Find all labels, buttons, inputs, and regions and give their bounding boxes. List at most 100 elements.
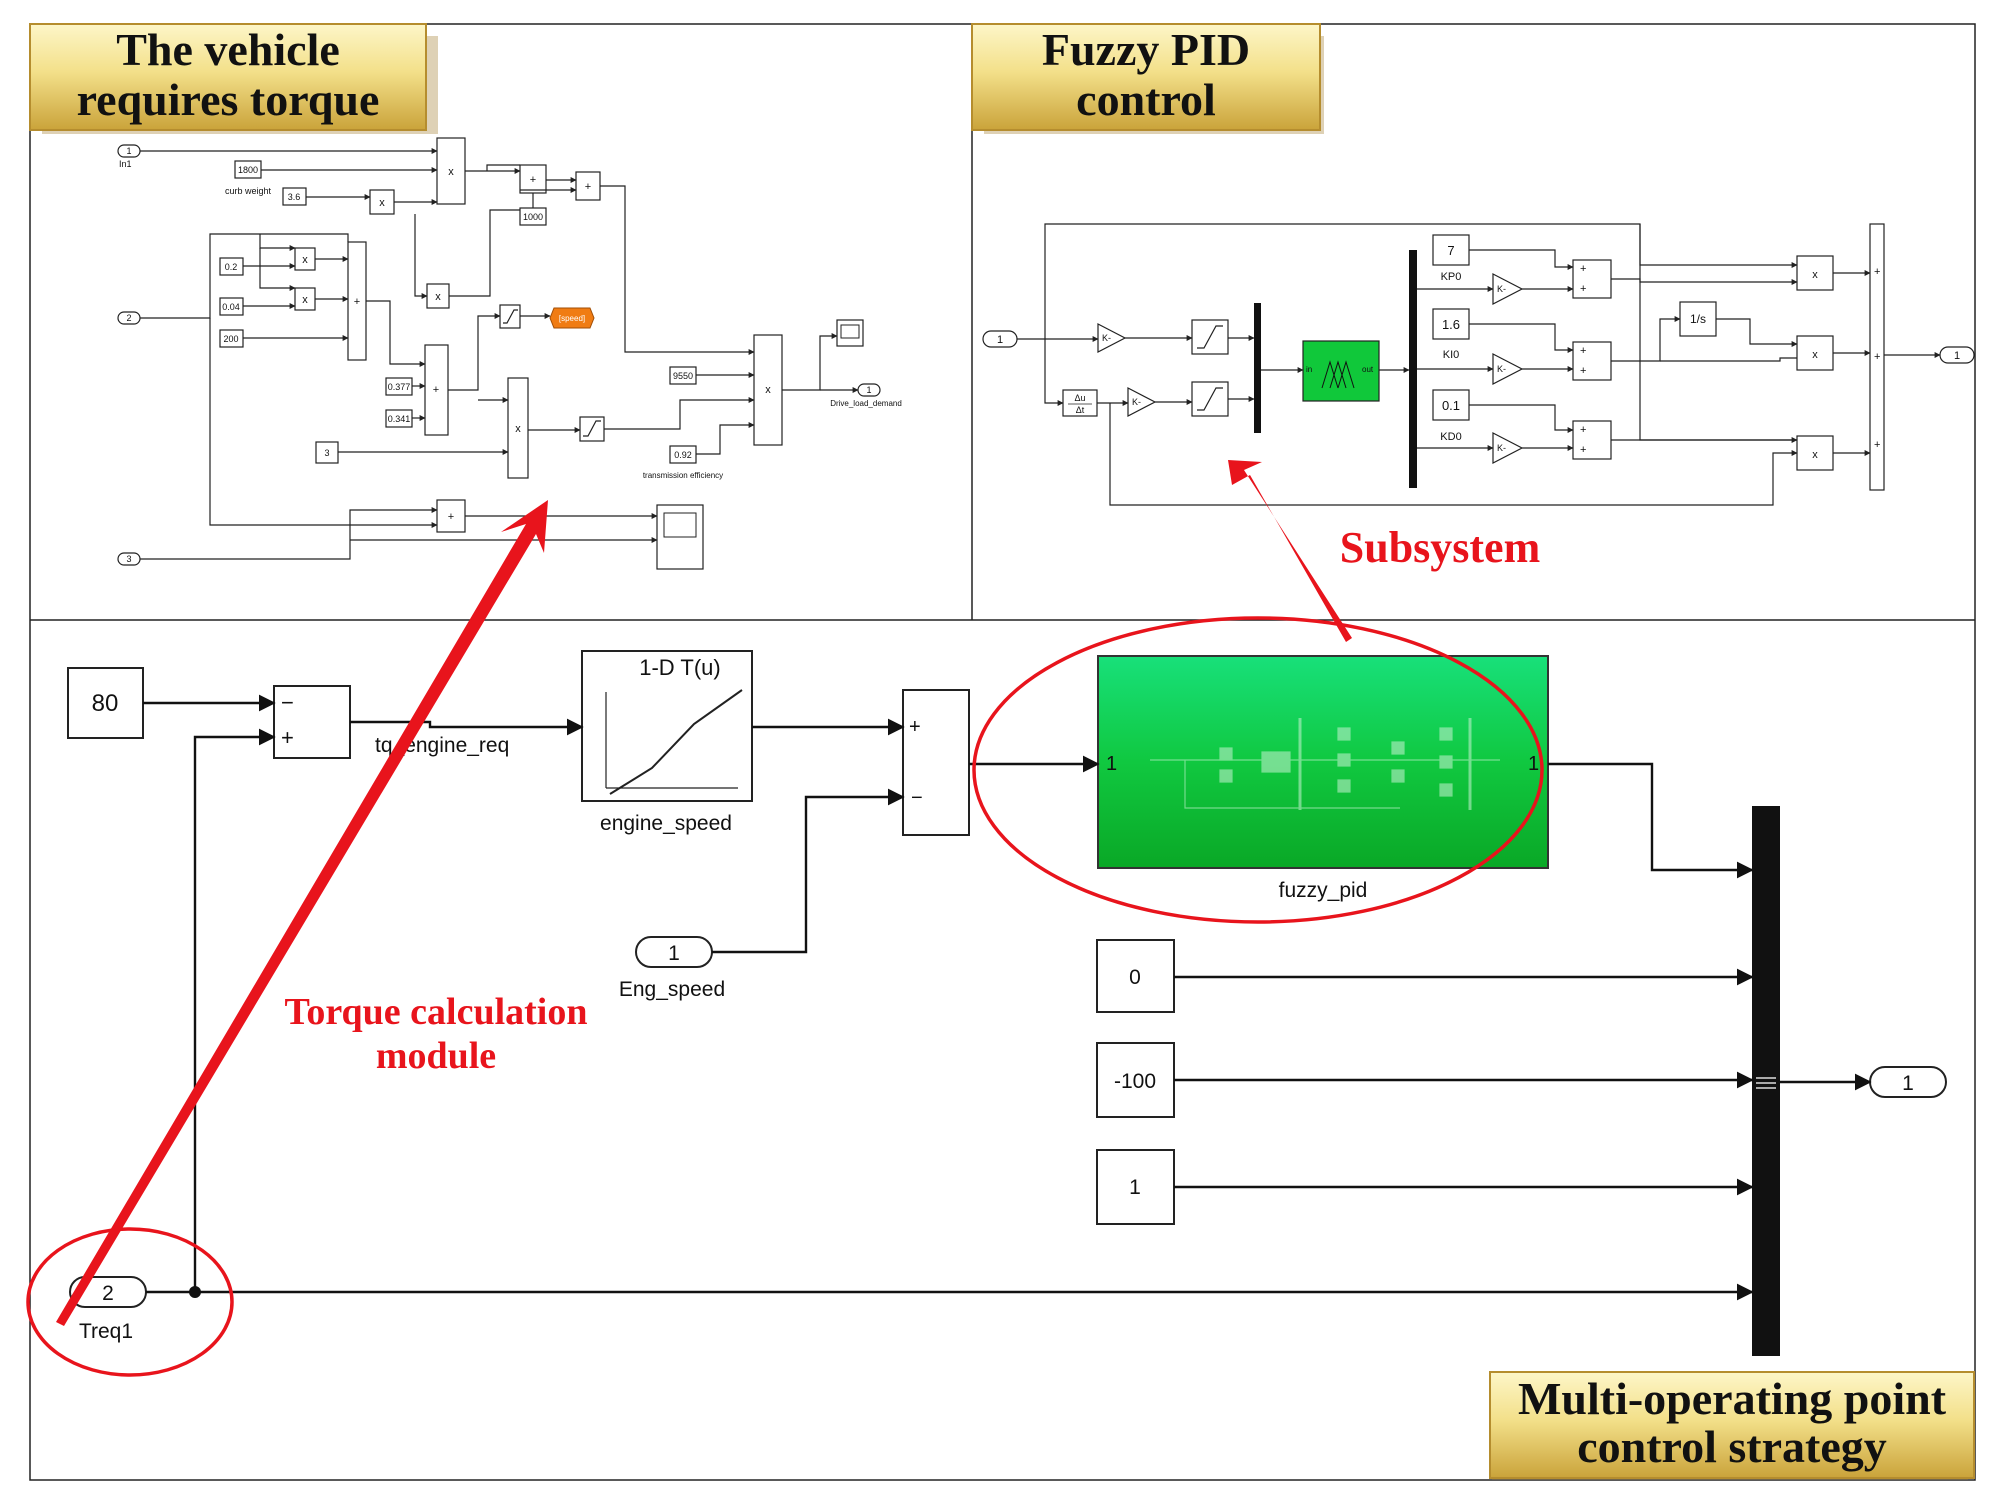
ki0-value: 1.6 <box>1442 317 1460 332</box>
inport-3-number: 3 <box>126 554 131 564</box>
flc-out-label: out <box>1362 365 1374 374</box>
sum-block-2[interactable] <box>575 171 601 201</box>
torque-annotation-line-1: Torque calculation <box>285 991 588 1033</box>
ki-sum[interactable] <box>1572 341 1612 381</box>
subsystem-output-port-label: 1 <box>1528 753 1539 775</box>
subsystem-annotation: Subsystem <box>1340 523 1541 572</box>
kd-gain-label: K- <box>1497 443 1506 453</box>
main-outport-number: 1 <box>1902 1072 1914 1095</box>
fuzzy-saturation-1-icon <box>1197 325 1223 349</box>
red-annotations: Subsystem Torque calculation module <box>26 460 1544 1377</box>
fuzzy-inport-number: 1 <box>997 334 1003 346</box>
ki0-label: KI0 <box>1443 349 1460 361</box>
kd-sum-sign-2: + <box>1580 444 1586 456</box>
i-product[interactable] <box>1796 335 1834 371</box>
constant-0-04-value: 0.04 <box>222 302 240 312</box>
product-4-sign: x <box>302 294 308 306</box>
constant-minus-100-value: -100 <box>1114 1070 1156 1093</box>
ki0-constant[interactable] <box>1432 308 1470 340</box>
inport-1-number: 1 <box>126 146 131 156</box>
fuzzy-demux-bar[interactable] <box>1409 250 1417 488</box>
kp0-value: 7 <box>1447 243 1454 258</box>
sum-4-sign: + <box>433 384 439 396</box>
sum-1-sign: + <box>530 174 536 186</box>
kp-sum[interactable] <box>1572 259 1612 299</box>
subsystem-thumbnail-icon <box>1150 718 1500 810</box>
derivative-denominator: Δt <box>1076 405 1085 415</box>
constant-0-92-value: 0.92 <box>674 450 692 460</box>
eng-speed-inport-number: 1 <box>668 942 680 965</box>
p-product-sign: x <box>1812 269 1818 281</box>
multi-banner: Multi-operating point control strategy <box>1489 1371 1975 1480</box>
error-gain-label: K- <box>1102 333 1111 343</box>
engine-speed-lookup-table[interactable] <box>581 650 753 802</box>
product-block-6[interactable] <box>507 377 529 479</box>
fuzzy-pid-subsystem[interactable] <box>1097 655 1549 869</box>
kp-sum-sign-2: + <box>1580 283 1586 295</box>
product-block-2[interactable] <box>369 189 395 215</box>
fuzzy-pid-panel: 1 K- K- Δu Δt in out 7 KP0 1.6 KI0 0.1 <box>982 223 1975 506</box>
constant-0[interactable] <box>1096 939 1175 1013</box>
error-sum-minus-sign: − <box>281 690 294 715</box>
pid-sum-sign-2: + <box>1874 351 1880 363</box>
fuzzy-outport-number: 1 <box>1954 350 1960 362</box>
treq1-highlight-ellipse <box>26 1227 234 1377</box>
curb-weight-value: 1800 <box>238 165 258 175</box>
speed-error-sum-block[interactable] <box>902 689 970 836</box>
sum-3-sign: + <box>354 296 360 308</box>
constant-80-value: 80 <box>92 690 119 717</box>
i-product-sign: x <box>1812 349 1818 361</box>
kp-gain-label: K- <box>1497 284 1506 294</box>
derivative-block[interactable] <box>1062 389 1098 417</box>
vehicle-banner-line-1: The vehicle <box>116 24 340 75</box>
d-product[interactable] <box>1796 435 1834 471</box>
constant-0-2-value: 0.2 <box>225 262 238 272</box>
kp-sum-sign-1: + <box>1580 263 1586 275</box>
product-5-sign: x <box>435 291 441 303</box>
pid-output-sum[interactable] <box>1869 223 1885 491</box>
sum-block-5[interactable] <box>436 499 466 533</box>
lookup-table-label: engine_speed <box>600 812 732 835</box>
flc-in-label: in <box>1306 365 1312 374</box>
constant-minus-100[interactable] <box>1096 1042 1175 1118</box>
treq1-inport-number: 2 <box>102 1282 114 1305</box>
constant-80[interactable] <box>67 667 144 739</box>
product-2-sign: x <box>379 197 385 209</box>
constant-1-value: 1 <box>1129 1176 1141 1199</box>
kd-sum-sign-1: + <box>1580 424 1586 436</box>
output-mux-bar[interactable] <box>1752 806 1780 1356</box>
multi-banner-line-2: control strategy <box>1577 1421 1887 1472</box>
membership-function-icon <box>1321 360 1355 389</box>
error-sum-block[interactable] <box>273 685 351 759</box>
error-rate-gain-label: K- <box>1132 397 1141 407</box>
constant-1[interactable] <box>1096 1149 1175 1225</box>
scope-2-screen-icon <box>663 512 697 538</box>
product-7-sign: x <box>765 384 771 396</box>
subsystem-arrow <box>1228 460 1352 642</box>
derivative-numerator: Δu <box>1074 393 1085 403</box>
fuzzy-panel-wires <box>1017 223 1941 506</box>
product-1-sign: x <box>448 166 454 178</box>
constant-1000-value: 1000 <box>523 212 543 222</box>
fuzzy-saturation-2-icon <box>1197 387 1223 411</box>
product-block-1[interactable] <box>436 137 466 205</box>
main-panel-wires <box>143 694 1872 1301</box>
fuzzy-banner-line-2: control <box>1076 74 1216 125</box>
drive-load-outport-number: 1 <box>866 385 871 395</box>
vehicle-panel-wires <box>140 148 859 560</box>
sum-5-sign: + <box>448 511 454 523</box>
multi-banner-line-1: Multi-operating point <box>1518 1373 1947 1424</box>
speed-sum-plus-sign: + <box>909 716 921 738</box>
fuzzy-banner: Fuzzy PID control <box>971 23 1324 134</box>
error-sum-plus-sign: + <box>281 725 294 750</box>
transmission-efficiency-label: transmission efficiency <box>643 471 723 480</box>
inport-1-label: In1 <box>119 159 132 169</box>
fuzzy-mux-bar[interactable] <box>1254 303 1261 433</box>
saturation-1-icon <box>503 309 518 324</box>
fuzzy-pid-subsystem-label: fuzzy_pid <box>1279 879 1368 902</box>
kd-sum[interactable] <box>1572 420 1612 460</box>
constant-9550-value: 9550 <box>673 371 693 381</box>
lookup-curve-icon <box>609 689 743 795</box>
kd0-label: KD0 <box>1440 431 1461 443</box>
pid-sum-sign-1: + <box>1874 266 1880 278</box>
